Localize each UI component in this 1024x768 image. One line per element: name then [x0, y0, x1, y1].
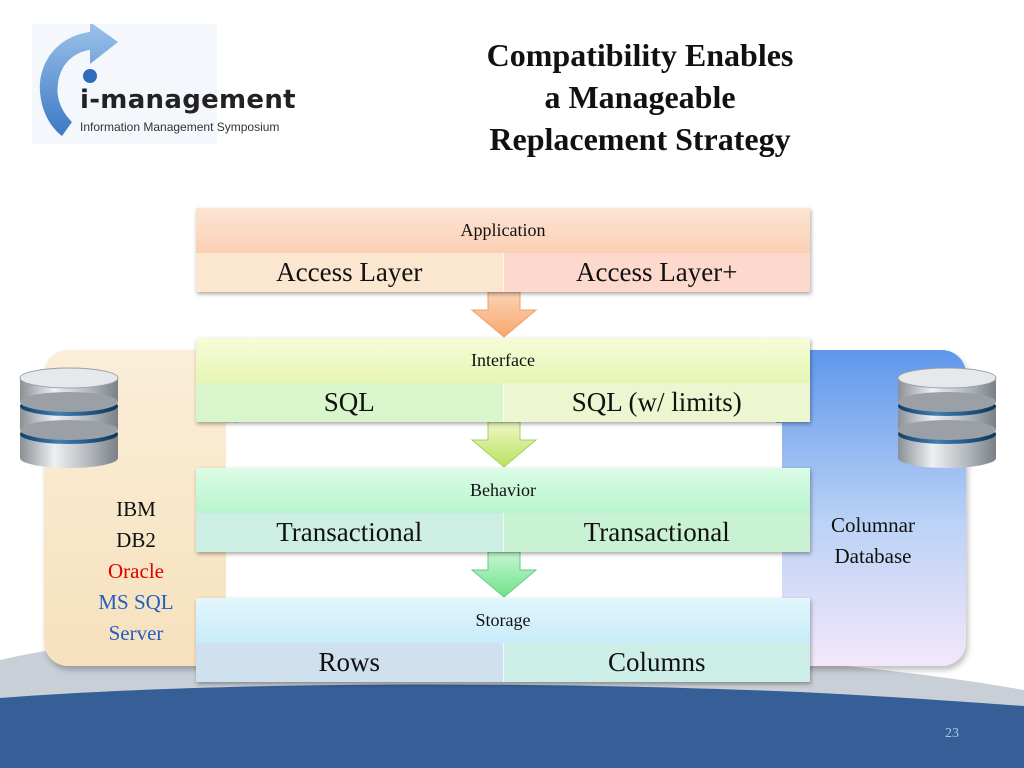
layer-cell-legacy: SQL — [196, 383, 503, 422]
title-line-3: Replacement Strategy — [489, 121, 791, 157]
database-icon — [897, 367, 997, 468]
page-number: 23 — [945, 726, 959, 741]
columnar-database-label: Columnar Database — [800, 510, 946, 572]
layer-cell-legacy: Transactional — [196, 513, 503, 552]
logo-subtitle: Information Management Symposium — [80, 120, 280, 134]
layer-cell-columnar: Transactional — [502, 513, 810, 552]
i-management-logo — [32, 24, 217, 144]
layer-header: Interface — [196, 338, 810, 383]
layer-header: Application — [196, 208, 810, 253]
db-mssql-label: MS SQL — [98, 590, 174, 614]
db-server-label: Server — [108, 621, 164, 645]
slide-title: Compatibility Enables a Manageable Repla… — [420, 34, 860, 160]
layer-cell-legacy: Rows — [196, 643, 503, 682]
layer-cell-columnar: Columns — [502, 643, 810, 682]
interface-layer: Interface SQL SQL (w/ limits) — [196, 338, 810, 422]
layer-header: Behavior — [196, 468, 810, 513]
layer-cell-columnar: Access Layer+ — [502, 253, 810, 292]
arrow-down-icon — [470, 422, 538, 468]
db-oracle-label: Oracle — [108, 559, 164, 583]
legacy-database-list: IBM DB2 Oracle MS SQL Server — [76, 494, 196, 649]
arrow-down-icon — [470, 292, 538, 338]
refresh-arrow-icon — [39, 24, 118, 136]
layer-cell-legacy: Access Layer — [196, 253, 503, 292]
title-line-1: Compatibility Enables — [486, 37, 794, 73]
columnar-label-line-2: Database — [834, 544, 912, 568]
application-layer: Application Access Layer Access Layer+ — [196, 208, 810, 292]
layer-cell-columnar: SQL (w/ limits) — [502, 383, 810, 422]
db-ibm-label: IBM — [116, 497, 156, 521]
title-line-2: a Manageable — [544, 79, 736, 115]
arrow-down-icon — [470, 552, 538, 598]
db-db2-label: DB2 — [116, 528, 156, 552]
logo-wordmark: i-management — [80, 85, 296, 115]
layer-header: Storage — [196, 598, 810, 643]
database-icon — [19, 367, 119, 468]
storage-layer: Storage Rows Columns — [196, 598, 810, 682]
behavior-layer: Behavior Transactional Transactional — [196, 468, 810, 552]
columnar-label-line-1: Columnar — [831, 513, 915, 537]
